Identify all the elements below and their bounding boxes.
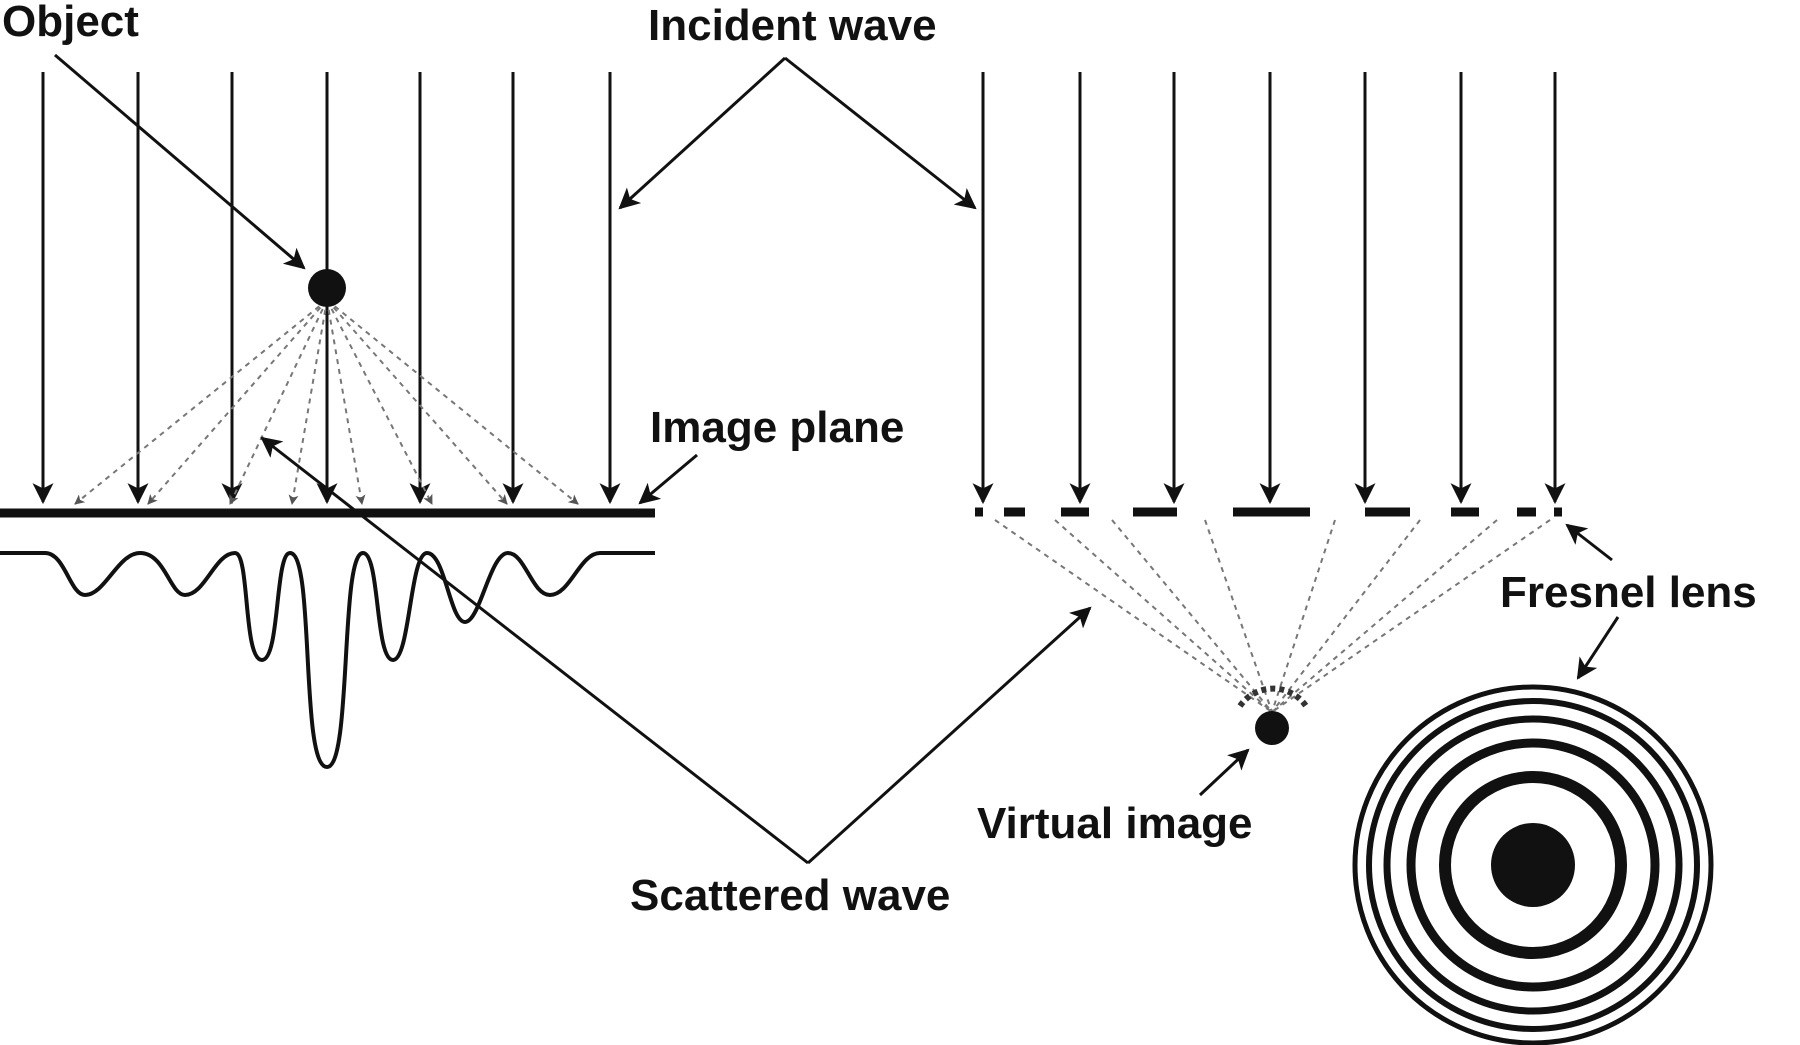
fresnel-lens-pointer-arrow-down [1576, 616, 1620, 680]
scattered-ray-right-3 [1111, 519, 1273, 713]
incident-wave-arrows-left [32, 72, 621, 505]
scattered-ray-left-2 [147, 299, 328, 505]
pointer-arrows [54, 53, 1620, 865]
scattered-ray-right-6 [1271, 519, 1421, 713]
object-dot [308, 269, 346, 307]
incident-wave-arrows-right [972, 72, 1566, 505]
virtual-image-dot [1255, 711, 1289, 745]
scattered-ray-left-5 [326, 299, 366, 505]
label-object: Object [2, 0, 139, 46]
scattered-ray-right-4 [1204, 519, 1273, 713]
scattered-ray-right-5 [1271, 519, 1336, 713]
scattered-wave-rays-left [74, 299, 579, 505]
scattered-wave-rays-right [994, 519, 1551, 713]
scattered-pointer-arrow-left [260, 436, 809, 865]
scattered-ray-left-3 [229, 299, 328, 505]
virtual-image-pointer-arrow [1198, 748, 1250, 797]
object-pointer-arrow [54, 53, 306, 270]
scattered-ray-right-8 [1271, 519, 1551, 713]
virtual-image-halo [1237, 685, 1309, 708]
scattered-ray-right-7 [1271, 519, 1498, 713]
label-fresnel-lens: Fresnel lens [1500, 568, 1757, 617]
scattered-ray-left-6 [326, 299, 433, 505]
label-image-plane: Image plane [650, 403, 904, 452]
scattered-ray-left-7 [326, 299, 508, 505]
incident-pointer-arrow-left [618, 56, 787, 210]
image-plane-pointer-arrow [638, 453, 698, 505]
incident-pointer-arrow-right [784, 56, 977, 210]
fresnel-lens-pointer-arrow-up [1565, 523, 1613, 562]
scattered-ray-left-8 [326, 299, 579, 505]
interference-pattern-curve [0, 550, 655, 770]
fresnel-zone-plate [1352, 684, 1714, 1045]
scattered-ray-right-1 [994, 519, 1273, 713]
scattered-ray-right-2 [1054, 519, 1273, 713]
label-virtual-image: Virtual image [977, 799, 1253, 848]
scattered-ray-left-4 [288, 299, 328, 505]
label-incident-wave: Incident wave [648, 1, 937, 50]
scattered-pointer-arrow-right [806, 606, 1092, 865]
scattered-ray-left-1 [74, 299, 328, 505]
label-scattered-wave: Scattered wave [630, 871, 950, 920]
